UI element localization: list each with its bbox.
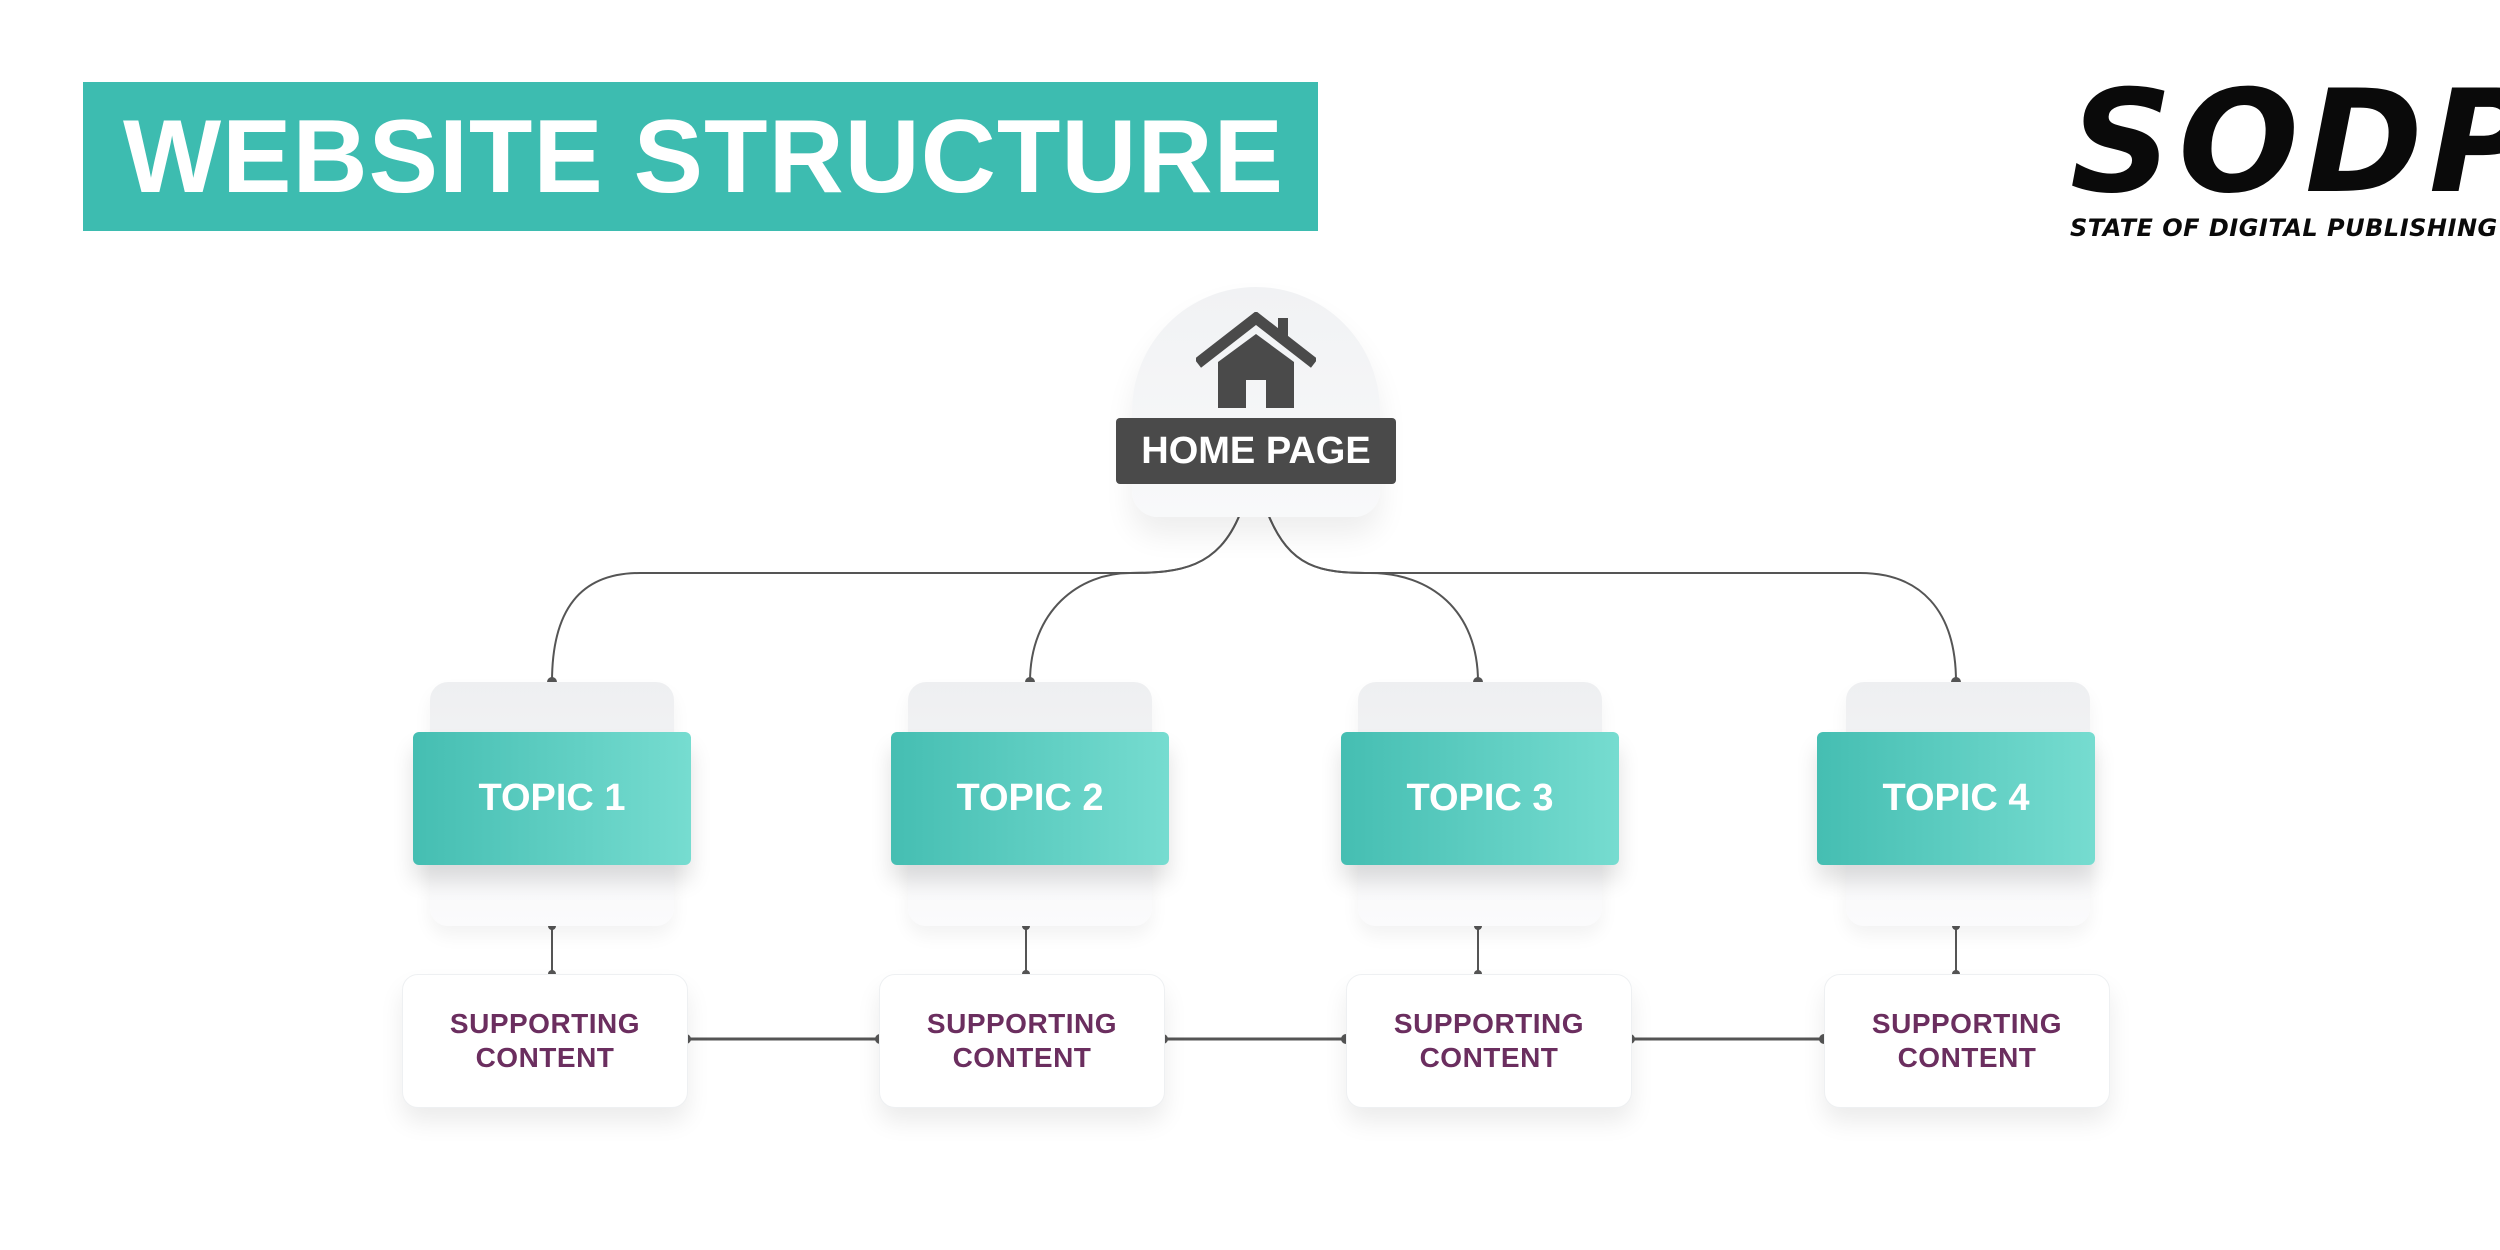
supporting-line-1: SUPPORTING bbox=[926, 1007, 1118, 1039]
topic-card-2: TOPIC 2 bbox=[891, 732, 1169, 865]
connector-home-topic-2 bbox=[1029, 513, 1241, 683]
logo-subtitle: STATE OF DIGITAL PUBLISHING bbox=[2070, 214, 2498, 242]
sodp-logo: SODP STATE OF DIGITAL PUBLISHING bbox=[2060, 72, 2500, 248]
supporting-content-card-4: SUPPORTING CONTENT bbox=[1824, 974, 2110, 1108]
supporting-line-2: CONTENT bbox=[1897, 1042, 2037, 1073]
supporting-content-text: SUPPORTING CONTENT bbox=[927, 1007, 1117, 1075]
page-title: WEBSITE STRUCTURE bbox=[123, 98, 1284, 215]
supporting-content-text: SUPPORTING CONTENT bbox=[450, 1007, 640, 1075]
title-banner: WEBSITE STRUCTURE bbox=[83, 82, 1318, 231]
supporting-line-1: SUPPORTING bbox=[1871, 1007, 2063, 1039]
topic-card-4: TOPIC 4 bbox=[1817, 732, 2095, 865]
supporting-content-card-3: SUPPORTING CONTENT bbox=[1346, 974, 1632, 1108]
supporting-line-1: SUPPORTING bbox=[449, 1007, 641, 1039]
supporting-content-text: SUPPORTING CONTENT bbox=[1872, 1007, 2062, 1075]
supporting-line-1: SUPPORTING bbox=[1393, 1007, 1585, 1039]
supporting-content-card-1: SUPPORTING CONTENT bbox=[402, 974, 688, 1108]
supporting-line-2: CONTENT bbox=[1419, 1042, 1559, 1073]
topic-card-3: TOPIC 3 bbox=[1341, 732, 1619, 865]
topic-card-1: TOPIC 1 bbox=[413, 732, 691, 865]
connector-home-topic-1 bbox=[551, 513, 1241, 683]
connector-home-topic-4 bbox=[1267, 513, 1957, 683]
house-icon bbox=[1196, 312, 1316, 408]
supporting-content-card-2: SUPPORTING CONTENT bbox=[879, 974, 1165, 1108]
supporting-line-2: CONTENT bbox=[952, 1042, 1092, 1073]
supporting-line-2: CONTENT bbox=[475, 1042, 615, 1073]
supporting-content-text: SUPPORTING CONTENT bbox=[1394, 1007, 1584, 1075]
logo-mark: SODP bbox=[2070, 60, 2500, 225]
connector-home-topic-3 bbox=[1267, 513, 1479, 683]
home-page-label: HOME PAGE bbox=[1116, 418, 1396, 484]
